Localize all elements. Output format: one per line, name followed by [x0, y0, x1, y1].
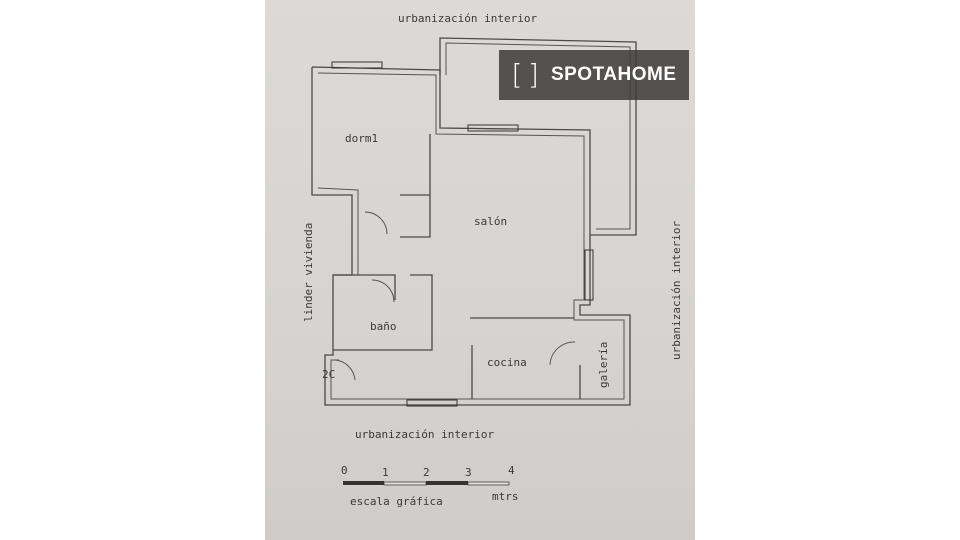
brand-name: SPOTAHOME — [550, 64, 677, 85]
unit-label: 2C — [322, 368, 335, 381]
terrace-inner — [445, 42, 631, 230]
bano-wall — [333, 274, 396, 300]
window — [406, 399, 458, 407]
window — [331, 61, 383, 69]
scale-tick: 3 — [465, 466, 472, 479]
scale-segment — [467, 481, 510, 486]
terrace-outline — [439, 37, 637, 236]
dorm-wall — [317, 187, 359, 275]
scale-tick: 2 — [423, 466, 430, 479]
scale-bar: 0 1 2 3 4 escala gráfica mtrs — [341, 464, 519, 508]
room-galeria: galería — [597, 342, 610, 388]
top-label: urbanización interior — [398, 12, 537, 25]
room-dorm1: dorm1 — [345, 132, 378, 145]
hall-wall — [400, 194, 431, 238]
right-label: urbanización interior — [670, 221, 683, 360]
door-arc — [371, 279, 395, 303]
scale-tick: 1 — [382, 466, 389, 479]
scale-segment — [383, 481, 427, 486]
door-arc — [334, 359, 356, 381]
scale-segment — [343, 481, 384, 485]
interior-wall — [317, 72, 625, 400]
bottom-label: urbanización interior — [355, 428, 494, 441]
scale-tick: 4 — [508, 464, 515, 477]
scale-unit: mtrs — [492, 490, 519, 503]
door-arc — [364, 211, 388, 235]
spotahome-watermark: [ ] SPOTAHOME — [499, 50, 689, 100]
scale-title: escala gráfica — [350, 495, 443, 508]
room-cocina: cocina — [487, 356, 527, 369]
door-arc — [549, 341, 576, 366]
window — [584, 249, 594, 301]
window — [467, 124, 519, 132]
bano-box — [333, 274, 433, 351]
bracket-logo-icon: [ ] — [511, 58, 539, 91]
exterior-wall — [311, 66, 631, 406]
room-bano: baño — [370, 320, 397, 333]
left-label: linder vivienda — [302, 223, 315, 322]
scale-tick: 0 — [341, 464, 348, 477]
scale-segment — [426, 481, 468, 485]
room-salon: salón — [474, 215, 507, 228]
